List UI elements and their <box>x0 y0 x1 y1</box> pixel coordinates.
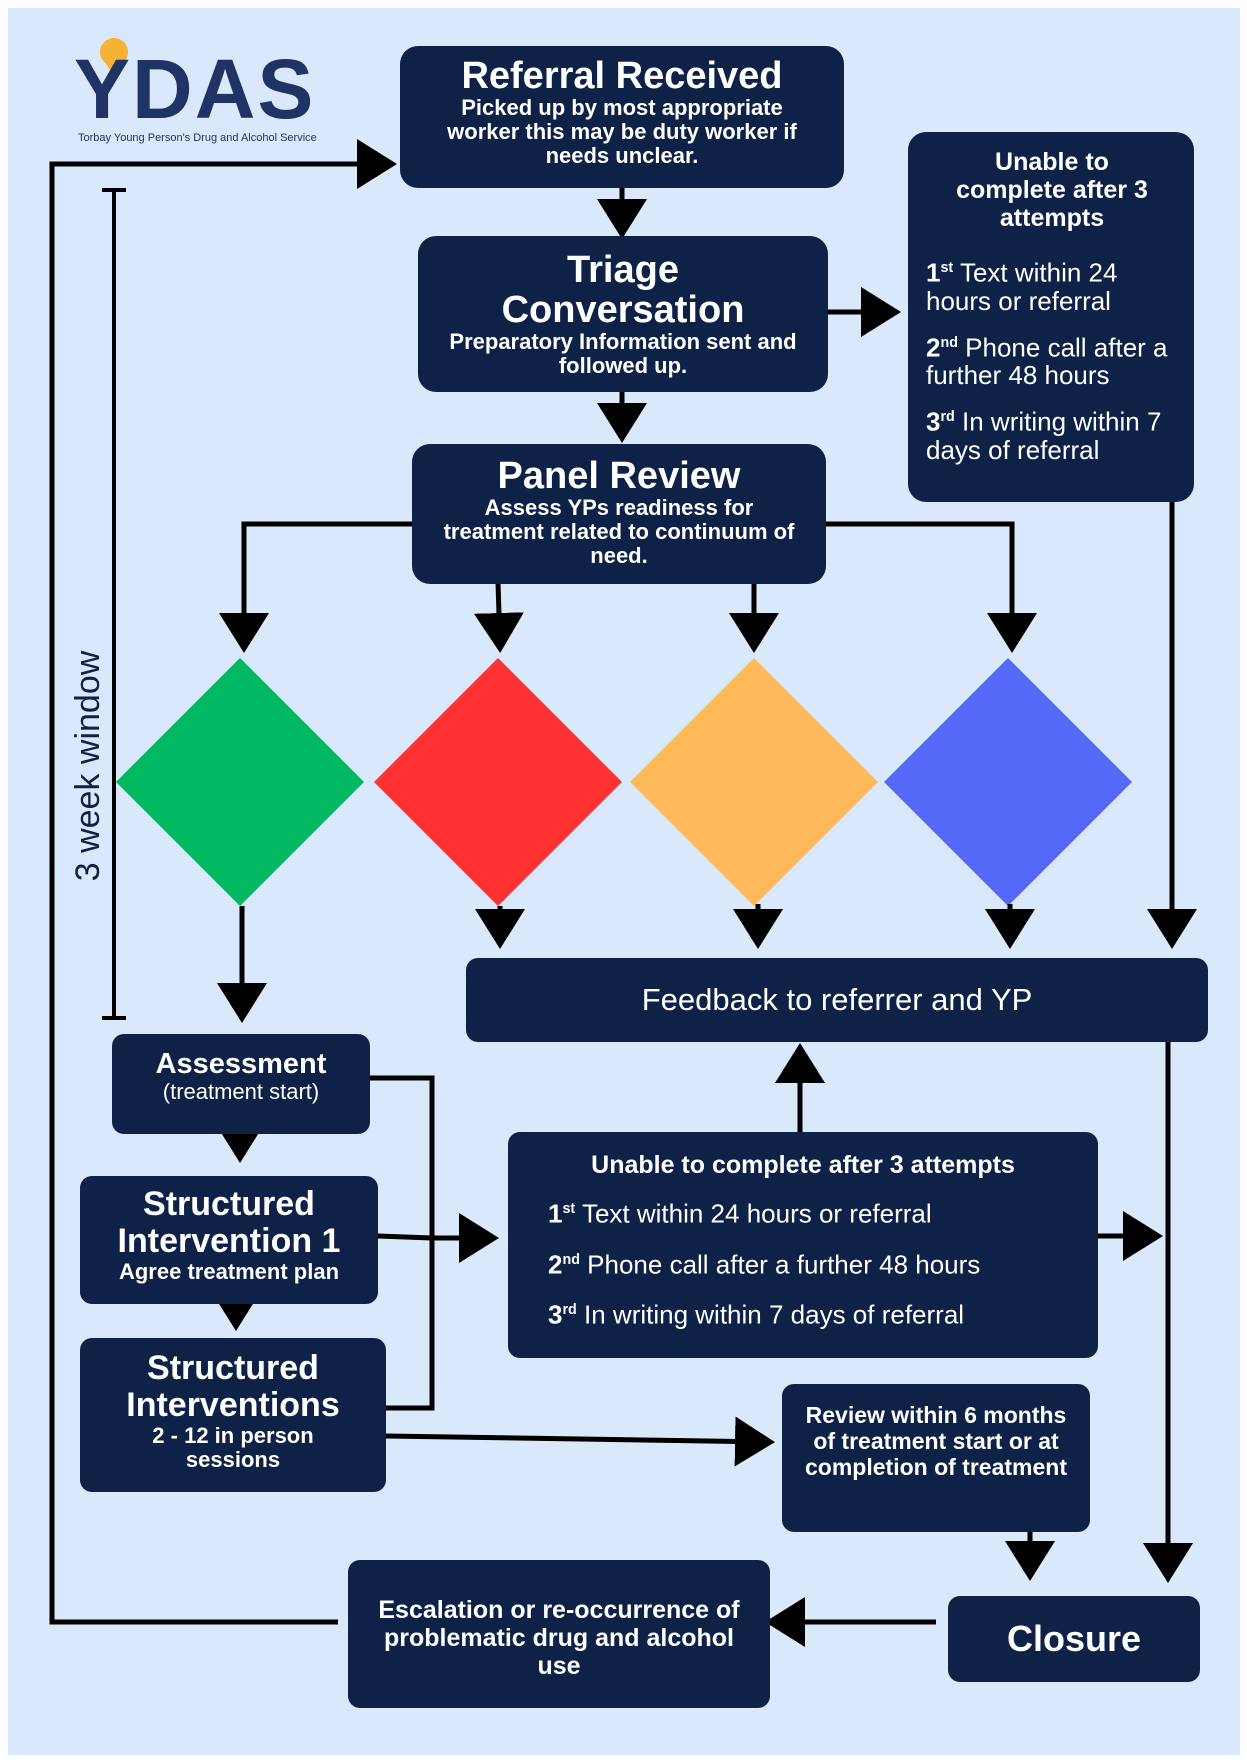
triage-desc: Preparatory Information sent and followe… <box>449 329 797 378</box>
referral-received-box: Referral Received Picked up by most appr… <box>400 46 844 188</box>
escalation-text: Escalation or re-occurrence of problemat… <box>378 1596 740 1680</box>
si2-desc: 2 - 12 in person sessions <box>152 1423 314 1472</box>
flowchart-canvas: 3 week window YDAS Torbay Young Person's… <box>8 8 1240 1755</box>
logo: YDAS Torbay Young Person's Drug and Alco… <box>74 36 364 146</box>
structured-interventions-box: Structured Interventions 2 - 12 in perso… <box>80 1338 386 1492</box>
arrow-escalation-referral <box>49 139 397 1625</box>
assessment-title: Assessment <box>155 1048 327 1080</box>
unable-top-attempt-2: 2nd Phone call after a further 48 hours <box>926 332 1168 391</box>
unable-mid-title: Unable to complete after 3 attempts <box>591 1151 1015 1179</box>
unable-mid-attempt-3: 3rd In writing within 7 days of referral <box>548 1299 965 1330</box>
panel-review-box: Panel Review Assess YPs readiness for tr… <box>412 444 826 584</box>
diamond-orange <box>630 658 878 906</box>
diamond-green <box>116 658 364 906</box>
logo-wordmark: YDAS <box>74 42 316 136</box>
arrow-si1-unable-mid <box>377 1213 499 1263</box>
connector-bracket <box>370 1075 435 1411</box>
three-week-window-label: 3 week window <box>69 650 107 882</box>
si1-desc: Agree treatment plan <box>118 1259 340 1284</box>
arrow-panel-red <box>473 581 524 653</box>
review-box: Review within 6 months of treatment star… <box>782 1384 1090 1532</box>
diamond-red <box>374 658 622 906</box>
si1-title: Structured Intervention 1 <box>117 1185 341 1260</box>
closure-box: Closure <box>948 1596 1200 1682</box>
referral-desc: Picked up by most appropriate worker thi… <box>447 95 797 168</box>
arrow-panel-green <box>219 521 412 653</box>
si2-title: Structured Interventions <box>126 1349 340 1424</box>
arrow-panel-blue <box>826 521 1037 653</box>
unable-top-attempts: 1st Text within 24 hours or referral 2nd… <box>926 254 1178 464</box>
escalation-box: Escalation or re-occurrence of problemat… <box>348 1560 770 1708</box>
triage-conversation-box: Triage Conversation Preparatory Informat… <box>418 236 828 392</box>
review-text: Review within 6 months of treatment star… <box>805 1402 1067 1480</box>
logo-tagline: Torbay Young Person's Drug and Alcohol S… <box>78 132 317 144</box>
unable-mid-attempts: 1st Text within 24 hours or referral 2nd… <box>548 1194 1098 1330</box>
closure-text: Closure <box>1006 1618 1142 1659</box>
diamond-blue <box>884 658 1132 906</box>
unable-mid-attempt-2: 2nd Phone call after a further 48 hours <box>548 1249 981 1280</box>
logo-pin-icon <box>100 38 128 76</box>
unable-top-attempt-1: 1st Text within 24 hours or referral <box>926 257 1118 316</box>
panel-title: Panel Review <box>497 455 741 497</box>
unable-to-complete-mid-box: Unable to complete after 3 attempts 1st … <box>508 1132 1098 1358</box>
feedback-text: Feedback to referrer and YP <box>641 982 1033 1017</box>
referral-title: Referral Received <box>461 55 783 97</box>
panel-desc: Assess YPs readiness for treatment relat… <box>443 495 795 568</box>
unable-mid-attempt-1: 1st Text within 24 hours or referral <box>548 1198 932 1229</box>
assessment-box: Assessment (treatment start) <box>112 1034 370 1134</box>
unable-top-title: Unable to complete after 3 attempts <box>956 148 1148 232</box>
arrow-si2-review <box>385 1416 775 1467</box>
feedback-box: Feedback to referrer and YP <box>466 958 1208 1042</box>
assessment-desc: (treatment start) <box>162 1079 320 1104</box>
triage-title: Triage Conversation <box>501 249 745 331</box>
structured-intervention-1-box: Structured Intervention 1 Agree treatmen… <box>80 1176 378 1304</box>
unable-top-attempt-3: 3rd In writing within 7 days of referral <box>926 406 1162 465</box>
unable-to-complete-top-box: Unable to complete after 3 attempts 1st … <box>908 132 1194 502</box>
